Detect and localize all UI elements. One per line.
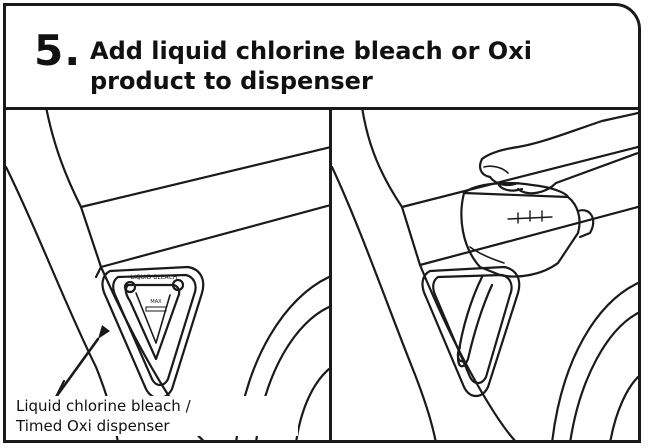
- arrow-head-icon: [98, 325, 110, 339]
- dispenser-max-label: MAX: [150, 299, 162, 305]
- dispenser-illustration: LIQUID BLEACH MAX: [6, 107, 329, 440]
- dispenser-callout-line-2: Timed Oxi dispenser: [16, 417, 170, 435]
- dispenser-illustration-panel: LIQUID BLEACH MAX Liquid chlorine bleach…: [6, 107, 332, 440]
- step-title: Add liquid chlorine bleach or Oxi produc…: [90, 36, 570, 96]
- pouring-illustration-panel: [332, 107, 638, 440]
- max-fill-line: [145, 306, 167, 312]
- step-title-line-1: Add liquid chlorine bleach or Oxi: [90, 37, 532, 65]
- step-header: 5. Add liquid chlorine bleach or Oxi pro…: [6, 6, 638, 110]
- pouring-illustration: [332, 107, 638, 440]
- dispenser-lid-label: LIQUID BLEACH: [131, 274, 177, 281]
- instruction-card: 5. Add liquid chlorine bleach or Oxi pro…: [3, 3, 641, 443]
- step-title-line-2: product to dispenser: [90, 67, 373, 95]
- dispenser-callout: Liquid chlorine bleach / Timed Oxi dispe…: [14, 396, 298, 436]
- dispenser-callout-line-1: Liquid chlorine bleach /: [16, 397, 191, 415]
- step-number: 5.: [34, 26, 82, 75]
